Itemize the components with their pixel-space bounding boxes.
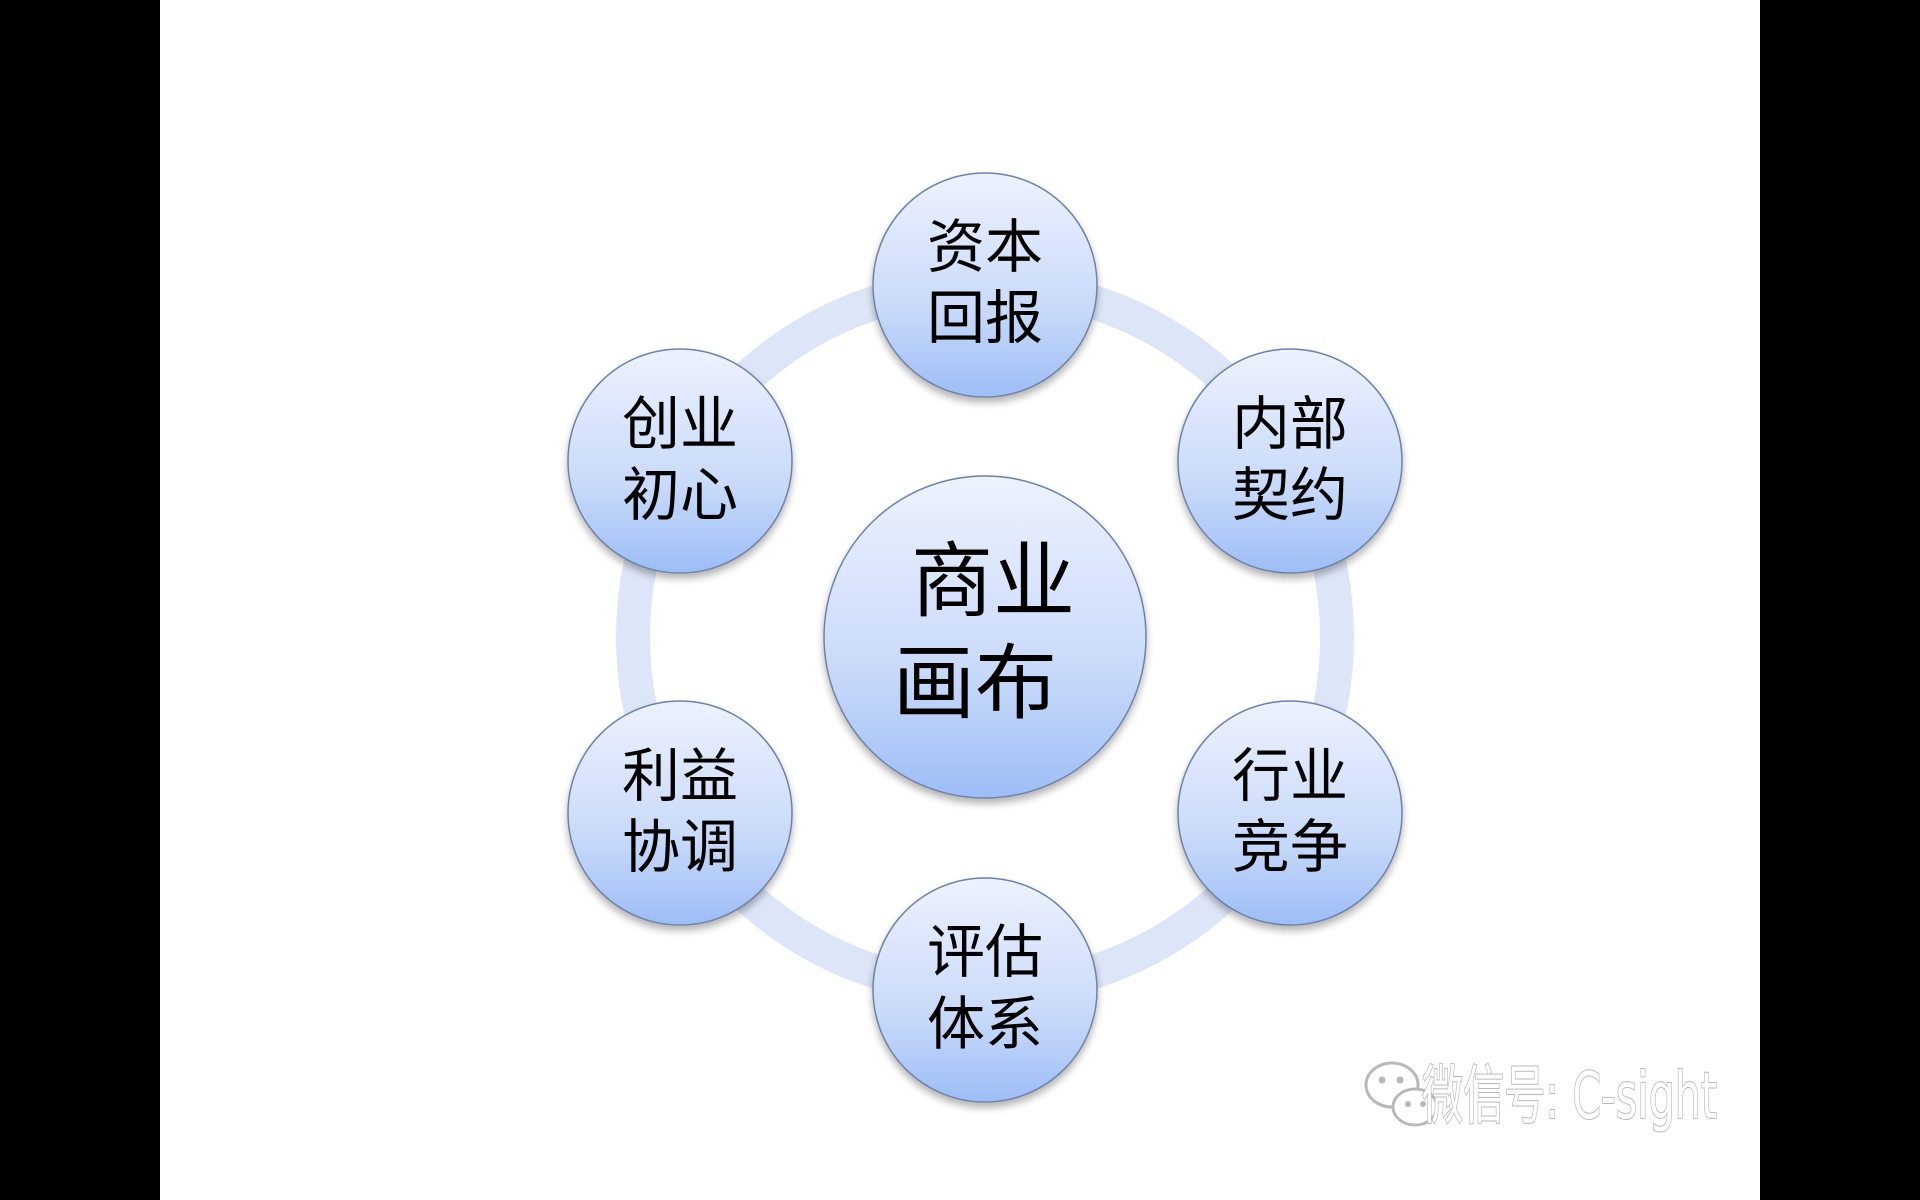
node-internal-contract-line1: 内部	[1232, 390, 1348, 458]
node-industry-competition-line1: 行业	[1232, 742, 1348, 810]
node-internal-contract-line2: 契约	[1232, 461, 1348, 529]
node-interest-coordination-line2: 协调	[622, 813, 738, 881]
center-node	[823, 475, 1147, 799]
wechat-icon	[1364, 1061, 1439, 1127]
node-capital-return-line1: 资本	[927, 213, 1043, 281]
node-internal-contract	[1177, 348, 1403, 574]
node-founding-intent	[567, 348, 793, 574]
node-evaluation-system-line2: 体系	[927, 990, 1043, 1058]
center-node-label-line1: 商业	[911, 535, 1075, 630]
slide-canvas: 商业 画布 资本 回报 内部 契约 行业 竞争 评估	[160, 0, 1760, 1200]
node-evaluation-system-line1: 评估	[927, 918, 1043, 986]
center-node-label-line2: 画布	[893, 637, 1057, 732]
cycle-diagram: 商业 画布 资本 回报 内部 契约 行业 竞争 评估	[567, 172, 1718, 1135]
node-industry-competition-line2: 竞争	[1232, 813, 1348, 881]
node-capital-return	[872, 172, 1098, 398]
node-founding-intent-line1: 创业	[622, 390, 738, 458]
node-industry-competition	[1177, 700, 1403, 926]
node-evaluation-system	[872, 877, 1098, 1103]
watermark-text: 微信号: C-sight	[1422, 1060, 1717, 1134]
node-founding-intent-line2: 初心	[622, 461, 738, 529]
node-interest-coordination	[567, 700, 793, 926]
node-interest-coordination-line1: 利益	[622, 742, 738, 810]
node-capital-return-line2: 回报	[927, 284, 1043, 352]
